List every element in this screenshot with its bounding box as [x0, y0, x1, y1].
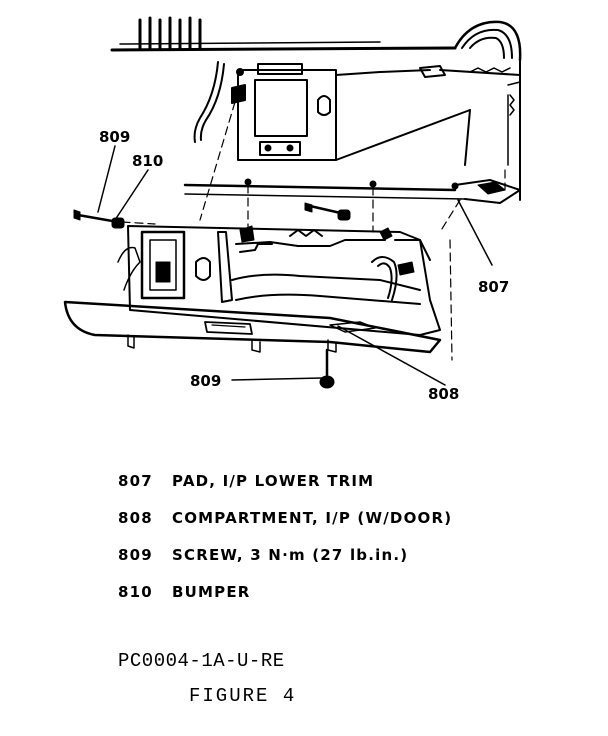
screw-and-bumper [73, 202, 351, 229]
lower-trim-pad [183, 178, 521, 204]
callout-809-bottom: 809 [190, 372, 221, 390]
diagram-svg: 809 810 807 809 808 [63, 16, 522, 403]
lower-screw [319, 348, 335, 389]
support-rod [193, 61, 225, 143]
figure-label: FIGURE 4 [189, 685, 297, 707]
compartment-door [63, 300, 442, 354]
instrument-panel-upper [110, 16, 522, 201]
upper-bracket [231, 63, 471, 166]
callout-809-top: 809 [99, 128, 130, 146]
legend-row: 808 COMPARTMENT, I/P (W/DOOR) [118, 509, 578, 546]
leader-lines [97, 145, 493, 386]
legend-part-description: COMPARTMENT, I/P (W/DOOR) [172, 509, 453, 527]
alignment-lines [121, 101, 506, 361]
callout-807: 807 [478, 278, 509, 296]
legend-row: 810 BUMPER [118, 583, 578, 620]
legend-row: 809 SCREW, 3 N·m (27 lb.in.) [118, 546, 578, 583]
legend-row: 807 PAD, I/P LOWER TRIM [118, 472, 578, 509]
parts-legend: 807 PAD, I/P LOWER TRIM 808 COMPARTMENT,… [118, 472, 578, 620]
document-code: PC0004-1A-U-RE [118, 650, 285, 672]
callout-808: 808 [428, 385, 459, 403]
legend-part-number: 809 [118, 546, 153, 564]
compartment [117, 225, 441, 336]
legend-part-description: BUMPER [172, 583, 251, 601]
exploded-view-diagram: 809 810 807 809 808 [63, 16, 522, 403]
legend-part-number: 807 [118, 472, 153, 490]
legend-part-number: 808 [118, 509, 153, 527]
callout-810: 810 [132, 152, 163, 170]
legend-part-description: PAD, I/P LOWER TRIM [172, 472, 375, 490]
legend-part-number: 810 [118, 583, 153, 601]
legend-part-description: SCREW, 3 N·m (27 lb.in.) [172, 546, 409, 564]
